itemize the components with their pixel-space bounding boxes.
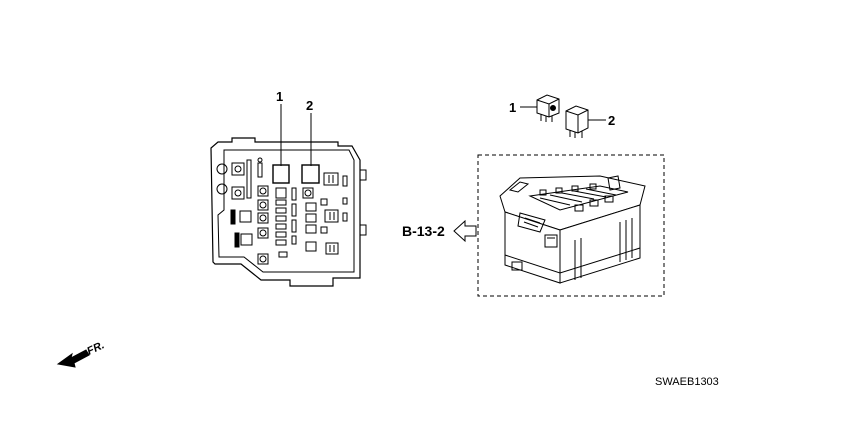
relay-2-icon <box>565 105 589 138</box>
reference-dashed-frame <box>477 154 665 297</box>
front-direction-arrow-icon <box>56 349 90 368</box>
callout-2-left: 2 <box>306 98 313 113</box>
relay-1-icon <box>536 94 560 122</box>
hollow-arrow-left-icon <box>453 219 477 243</box>
fuse-box-isometric-view <box>499 175 646 284</box>
callout-1-left: 1 <box>276 89 283 104</box>
front-label: FR. <box>85 339 106 357</box>
callout-2-relay: 2 <box>608 113 615 128</box>
reference-label: B-13-2 <box>402 223 445 239</box>
part-code: SWAEB1303 <box>655 376 719 388</box>
callout-1-relay: 1 <box>509 100 516 115</box>
fuse-box-top-view <box>210 137 367 287</box>
